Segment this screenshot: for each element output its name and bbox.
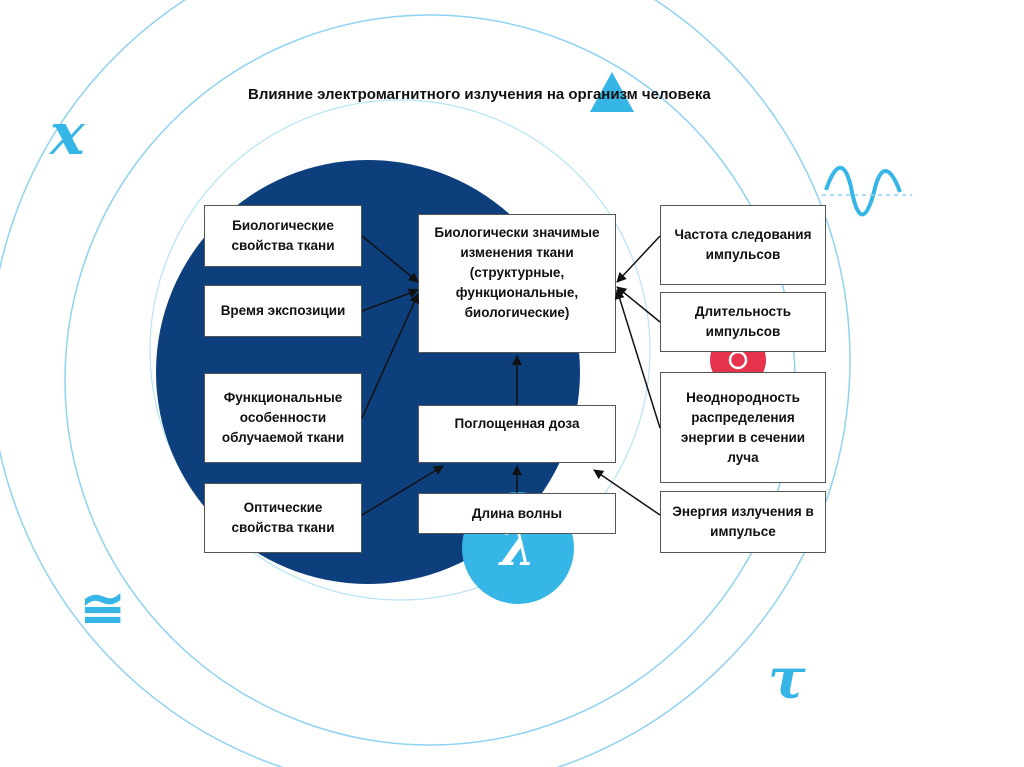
x-glyph-icon: x (50, 100, 85, 168)
box-pulse-duration: Длительность импульсов (660, 292, 826, 352)
triangle-icon (590, 72, 634, 112)
box-functional: Функциональные особенности облучаемой тк… (204, 373, 362, 463)
box-exposure-time: Время экспозиции (204, 285, 362, 337)
box-pulse-frequency: Частота следования импульсов (660, 205, 826, 285)
box-changes: Биологически значимые изменения ткани (с… (418, 214, 616, 353)
diagram-title: Влияние электромагнитного излучения на о… (248, 86, 711, 103)
box-bio-props: Биологические свойства ткани (204, 205, 362, 267)
box-wavelength: Длина волны (418, 493, 616, 534)
approx-glyph-icon: ≅ (80, 576, 126, 640)
box-nonuniformity: Неоднородность распределения энергии в с… (660, 372, 826, 483)
box-absorbed-dose: Поглощенная доза (418, 405, 616, 463)
tau-glyph-icon: τ (768, 646, 806, 712)
box-optical: Оптические свойства ткани (204, 483, 362, 553)
outer-ring (0, 0, 851, 767)
sine-wave-icon (824, 165, 902, 217)
box-pulse-energy: Энергия излучения в импульсе (660, 491, 826, 553)
